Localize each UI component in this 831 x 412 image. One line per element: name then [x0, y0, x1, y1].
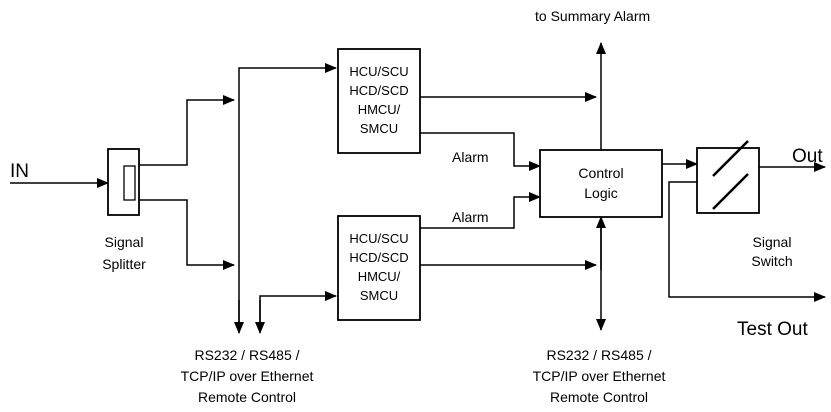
test-output-line	[668, 181, 826, 302]
lower-unit-line-1: HCU/SCU	[349, 231, 408, 246]
control-logic-line-1: Control	[578, 165, 623, 181]
signal-switch-label-line-1: Signal	[753, 234, 792, 250]
splitter-to-lower-unit-line	[139, 199, 235, 270]
alarm-upper-label: Alarm	[452, 149, 489, 165]
alarm-lower-line	[420, 192, 541, 229]
control-logic-block	[539, 149, 663, 218]
remote-left-line-3: Remote Control	[198, 389, 296, 405]
remote-left-line-1: RS232 / RS485 /	[194, 347, 299, 363]
remote-right-line-1: RS232 / RS485 /	[546, 347, 651, 363]
upper-unit-line-3: HMCU/	[358, 102, 401, 117]
summary-alarm-label: to Summary Alarm	[535, 8, 650, 24]
lower-unit-line-3: HMCU/	[358, 269, 401, 284]
control-logic-line-2: Logic	[584, 185, 617, 201]
switch-diagonal-top	[712, 140, 749, 177]
upper-unit-line-2: HCD/SCD	[349, 83, 408, 98]
remote-right-line-3: Remote Control	[550, 389, 648, 405]
signal-splitter-inner	[123, 165, 136, 201]
remote-control-bus-lower-line	[259, 291, 337, 323]
remote-control-bus-upper-line	[238, 63, 337, 323]
upper-unit-block	[337, 48, 421, 154]
splitter-to-upper-unit-line	[139, 95, 235, 166]
remote-right-line-2: TCP/IP over Ethernet	[533, 368, 666, 384]
lower-unit-line-2: HCD/SCD	[349, 250, 408, 265]
splitter-label-line-2: Splitter	[102, 256, 146, 272]
lower-unit-block	[337, 215, 421, 321]
signal-switch-label-line-2: Switch	[751, 253, 792, 269]
test-output-label: Test Out	[737, 319, 808, 340]
splitter-label-line-1: Signal	[105, 234, 144, 250]
switch-diagonal-bottom	[712, 173, 749, 210]
lower-unit-line-4: SMCU	[360, 288, 398, 303]
upper-unit-line-4: SMCU	[360, 121, 398, 136]
signal-switch-block	[696, 147, 760, 214]
input-label: IN	[10, 161, 29, 182]
remote-left-line-2: TCP/IP over Ethernet	[181, 368, 314, 384]
upper-unit-line-1: HCU/SCU	[349, 64, 408, 79]
alarm-upper-line	[420, 132, 541, 171]
output-label: Out	[792, 146, 823, 167]
alarm-lower-label: Alarm	[452, 209, 489, 225]
